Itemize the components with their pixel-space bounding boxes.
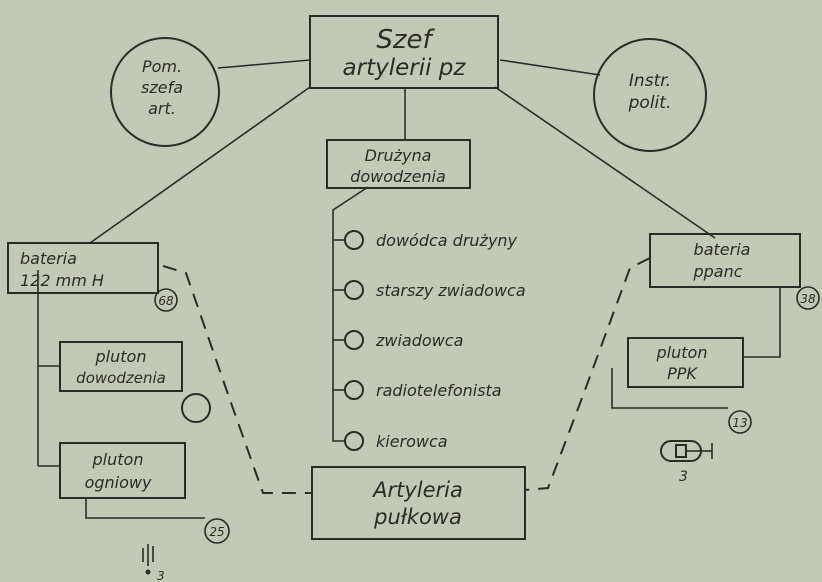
chief-box: Szef artylerii pz bbox=[309, 15, 499, 89]
mortar-symbol-count: 3 bbox=[679, 469, 688, 485]
ppk-platoon-badge-value: 13 bbox=[732, 416, 747, 430]
fire-platoon-badge-value: 25 bbox=[209, 525, 224, 539]
squad-member: kierowca bbox=[344, 431, 448, 451]
squad-member: dowódca drużyny bbox=[333, 230, 518, 250]
antitank-battery-label-line1: bateria bbox=[694, 240, 751, 259]
regimental-artillery-label-line2: pułkowa bbox=[373, 505, 462, 529]
howitzer-battery-label-line1: bateria bbox=[20, 249, 77, 268]
political-label-line1: Instr. bbox=[629, 71, 671, 91]
launcher-symbol-icon: 3 bbox=[142, 544, 165, 582]
political-circle: Instr. polit. bbox=[593, 38, 707, 152]
dashed-links bbox=[162, 257, 651, 494]
regimental-artillery-label-line1: Artyleria bbox=[371, 478, 463, 502]
squad-label-line2: dowodzenia bbox=[350, 167, 446, 186]
howitzer-battery-badge-value: 68 bbox=[158, 294, 174, 308]
squad-members-list: dowódca drużyny starszy zwiadowca zwiado… bbox=[333, 230, 526, 451]
ppk-platoon-label-line2: PPK bbox=[667, 364, 698, 383]
assistant-label-line3: art. bbox=[148, 99, 176, 118]
squad-member-label: zwiadowca bbox=[375, 331, 463, 350]
assistant-label-line1: Pom. bbox=[142, 57, 182, 76]
member-circle-icon bbox=[344, 280, 364, 300]
chief-label-line1: Szef bbox=[376, 25, 435, 55]
howitzer-battery-label-line2: 122 mm H bbox=[20, 271, 104, 290]
antitank-battery-box: bateria ppanc bbox=[649, 233, 801, 288]
dashed-link-right bbox=[524, 257, 651, 491]
assistant-label-line2: szefa bbox=[141, 78, 183, 97]
connector-fire-platoon-bracket bbox=[85, 498, 205, 519]
connector-chief-howitzer-battery bbox=[89, 86, 311, 244]
regimental-artillery-box: Artyleria pułkowa bbox=[311, 466, 526, 540]
ppk-platoon-label-line1: pluton bbox=[656, 343, 708, 362]
empty-circle-icon bbox=[181, 393, 211, 423]
member-circle-icon bbox=[344, 330, 364, 350]
assistant-circle: Pom. szefa art. bbox=[110, 37, 220, 147]
command-platoon-label-line2: dowodzenia bbox=[76, 369, 166, 387]
fire-platoon-badge: 25 bbox=[204, 518, 230, 544]
howitzer-battery-box: bateria 122 mm H bbox=[7, 242, 159, 294]
howitzer-battery-badge: 68 bbox=[154, 288, 178, 312]
connectors bbox=[37, 59, 781, 519]
squad-member: radiotelefonista bbox=[333, 380, 502, 400]
political-label-line2: polit. bbox=[628, 93, 672, 113]
ppk-platoon-box: pluton PPK bbox=[627, 337, 744, 388]
connector-antitank-to-ppk bbox=[743, 287, 781, 358]
connector-ppk-bracket bbox=[611, 368, 728, 409]
antitank-battery-badge: 38 bbox=[796, 286, 820, 310]
connector-chief-assistant bbox=[217, 59, 311, 69]
command-platoon-label-line1: pluton bbox=[95, 347, 147, 366]
squad-label-line1: Drużyna bbox=[365, 146, 432, 165]
chief-label-line2: artylerii pz bbox=[343, 55, 467, 81]
fire-platoon-label-line1: pluton bbox=[92, 450, 144, 469]
mortar-symbol-icon: 3 bbox=[660, 440, 713, 485]
connector-chief-political bbox=[499, 59, 601, 76]
squad-member: zwiadowca bbox=[333, 330, 463, 350]
squad-member: starszy zwiadowca bbox=[333, 280, 526, 300]
launcher-symbol-count: 3 bbox=[157, 569, 165, 582]
ppk-platoon-badge: 13 bbox=[728, 410, 752, 434]
member-circle-icon bbox=[344, 230, 364, 250]
supply-squad-box: Drużyna dowodzenia bbox=[326, 139, 471, 189]
antitank-battery-label-line2: ppanc bbox=[692, 262, 742, 281]
member-circle-icon bbox=[344, 431, 364, 451]
squad-member-label: dowódca drużyny bbox=[376, 231, 518, 250]
squad-member-label: radiotelefonista bbox=[376, 381, 502, 400]
connector-squad-members bbox=[332, 186, 369, 442]
antitank-battery-badge-value: 38 bbox=[800, 292, 816, 306]
fire-platoon-label-line2: ogniowy bbox=[85, 473, 152, 492]
squad-member-label: starszy zwiadowca bbox=[376, 281, 526, 300]
fire-platoon-box: pluton ogniowy bbox=[59, 442, 186, 499]
command-platoon-box: pluton dowodzenia bbox=[59, 341, 183, 392]
squad-member-label: kierowca bbox=[376, 432, 448, 451]
connector-chief-antitank-battery bbox=[494, 86, 716, 239]
member-circle-icon bbox=[344, 380, 364, 400]
